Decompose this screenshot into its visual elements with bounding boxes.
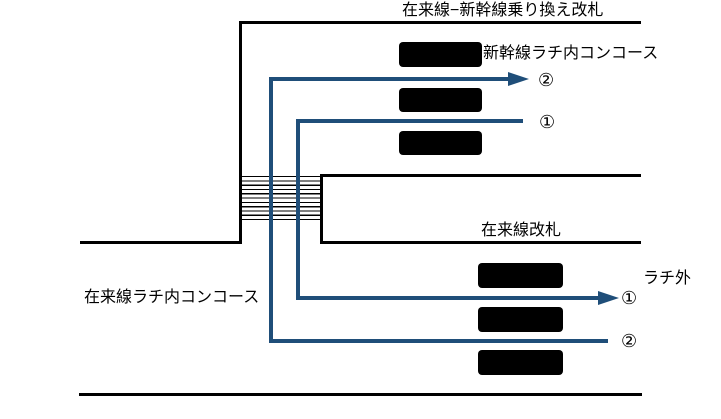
route2-top-marker: ② — [538, 70, 555, 90]
route1-bottom-segment — [296, 296, 598, 300]
left-wall — [239, 21, 242, 244]
left-lower-wall — [80, 241, 242, 244]
gate-band-left-wall — [320, 174, 323, 244]
redacted-box-6 — [478, 350, 563, 375]
redacted-box-2 — [399, 88, 482, 112]
route1-top-marker: ① — [539, 112, 556, 132]
conventional-concourse-label: 在来線ラチ内コンコース — [84, 289, 260, 306]
top-wall — [240, 21, 641, 24]
gate-band-bottom-wall — [320, 241, 641, 244]
route1-bottom-marker: ① — [621, 288, 638, 308]
outside-gate-label: ラチ外 — [643, 270, 692, 287]
route1-top-segment — [296, 119, 523, 123]
route2-top-segment — [269, 77, 508, 81]
route2-right-arrowhead-icon — [508, 72, 529, 86]
redacted-box-5 — [478, 307, 563, 332]
shinkansen-concourse-label: 新幹線ラチ内コンコース — [483, 45, 659, 62]
redacted-box-3 — [399, 131, 482, 155]
route1-right-arrowhead-icon — [598, 291, 619, 305]
stairs-hatch-icon — [242, 176, 320, 220]
route2-bottom-marker: ② — [621, 331, 638, 351]
route1-vertical-segment — [296, 119, 300, 300]
route2-bottom-segment — [269, 339, 608, 343]
redacted-box-1 — [399, 42, 482, 67]
transfer-gate-title: 在来線−新幹線乗り換え改札 — [402, 2, 604, 19]
conventional-gate-label: 在来線改札 — [481, 222, 562, 239]
gate-band-top-wall — [320, 174, 641, 177]
route2-vertical-segment — [269, 77, 273, 343]
bottom-wall — [79, 393, 642, 396]
redacted-box-4 — [478, 263, 563, 288]
